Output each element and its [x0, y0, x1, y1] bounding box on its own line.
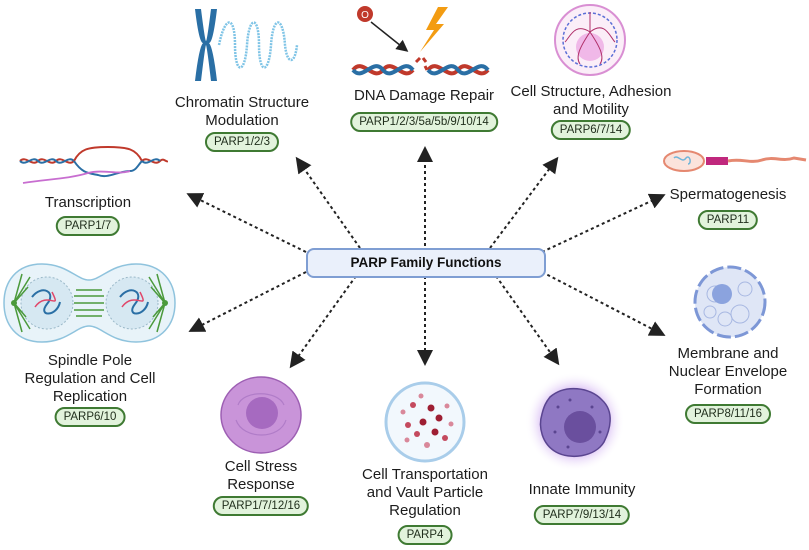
- sperm-icon: [663, 150, 807, 172]
- badge-stress: PARP1/7/12/16: [212, 496, 310, 516]
- arrow-to-stress: [289, 275, 357, 369]
- arrow-to-membrane: [541, 271, 666, 336]
- center-node-parp-family-functions: PARP Family Functions: [306, 248, 546, 278]
- badge-transcription: PARP1/7: [55, 216, 121, 236]
- arrow-to-spermatogenesis: [541, 193, 666, 253]
- arrow-to-spindle: [188, 271, 307, 332]
- badge-cell-structure: PARP6/7/14: [550, 120, 632, 140]
- arrow-to-immunity: [495, 275, 560, 366]
- dividing-cell-icon: [3, 263, 176, 343]
- chromosome-icon: [195, 9, 299, 81]
- vault-particle-icon: [384, 381, 466, 463]
- arrow-to-transcription: [186, 193, 307, 253]
- cytoskeleton-cell-icon: [554, 4, 626, 76]
- node-label-dna-repair: DNA Damage Repair: [353, 87, 495, 104]
- badge-spermatogenesis: PARP11: [697, 210, 759, 230]
- badge-dna-repair: PARP1/2/3/5a/5b/9/10/14: [350, 112, 498, 132]
- node-label-immunity: Innate Immunity: [528, 481, 636, 498]
- badge-immunity: PARP7/9/13/14: [533, 505, 631, 525]
- node-label-spermatogenesis: Spermatogenesis: [669, 186, 787, 203]
- badge-spindle: PARP6/10: [54, 407, 126, 427]
- badge-transport: PARP4: [397, 525, 453, 545]
- stressed-cell-icon: [220, 376, 302, 454]
- badge-chromatin: PARP1/2/3: [204, 132, 280, 152]
- macrophage-icon: [525, 372, 625, 472]
- transcription-bubble-icon: [19, 145, 168, 184]
- nuclear-envelope-icon: [693, 265, 767, 339]
- arrow-to-chromatin: [295, 156, 361, 249]
- node-label-transcription: Transcription: [44, 194, 132, 211]
- badge-membrane: PARP8/11/16: [685, 404, 771, 424]
- svg-text:O: O: [361, 10, 369, 21]
- dna-damage-icon: O: [351, 6, 490, 76]
- arrow-to-cell-structure: [489, 156, 559, 249]
